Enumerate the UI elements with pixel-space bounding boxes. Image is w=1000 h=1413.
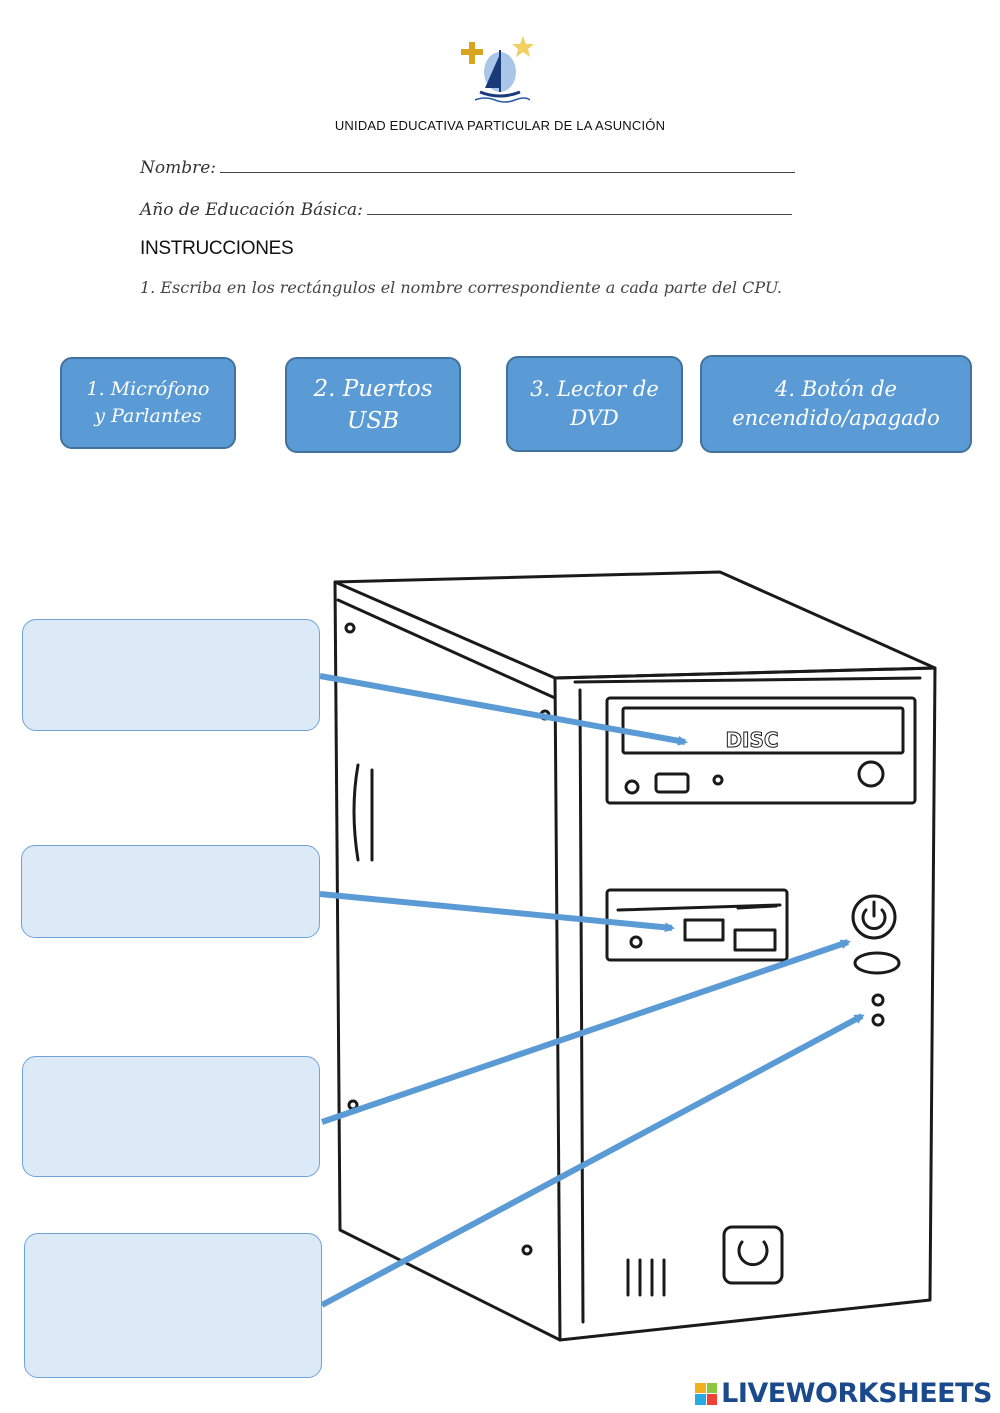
answer-box-3[interactable] [22,1056,320,1177]
school-logo [455,30,545,110]
arrow-4 [320,1013,865,1308]
liveworksheets-logo-icon [695,1382,718,1405]
answer-box-4[interactable] [24,1233,322,1378]
disc-logo-icon: DISC [725,728,778,752]
instruction-item: 1. Escriba en los rectángulos el nombre … [140,278,782,297]
grade-line[interactable] [366,200,792,215]
cpu-tower-illustration: DISC [333,570,937,1342]
chip-3-line1: 3. Lector de [530,376,659,401]
arrow-3 [321,939,851,1125]
chip-1-line2: y Parlantes [94,405,202,427]
word-chip-1[interactable]: 1. Micrófono y Parlantes [60,357,236,449]
name-line[interactable] [220,158,796,173]
arrow-1 [319,673,688,746]
chip-4-line1: 4. Botón de [775,376,897,401]
brand-text: LIVEWORKSHEETS [721,1378,992,1409]
arrow-2 [319,891,675,933]
word-chip-3[interactable]: 3. Lector de DVD [506,356,683,452]
name-field[interactable]: Nombre: [140,158,796,178]
chip-3-line2: DVD [570,406,619,430]
name-label: Nombre: [140,158,217,178]
liveworksheets-brand: LIVEWORKSHEETS [695,1378,992,1409]
school-name: UNIDAD EDUCATIVA PARTICULAR DE LA ASUNCI… [334,118,666,133]
chip-2-line2: USB [346,408,400,434]
answer-box-2[interactable] [21,845,320,938]
grade-label: Año de Educación Básica: [140,200,363,220]
word-chip-4[interactable]: 4. Botón de encendido/apagado [700,355,972,453]
chip-1-line1: 1. Micrófono [86,378,210,401]
instructions-heading: INSTRUCCIONES [140,238,294,259]
chip-2-line1: 2. Puertos [313,375,433,402]
chip-4-line2: encendido/apagado [732,406,940,430]
answer-box-1[interactable] [22,619,320,731]
grade-field[interactable]: Año de Educación Básica: [140,200,792,220]
